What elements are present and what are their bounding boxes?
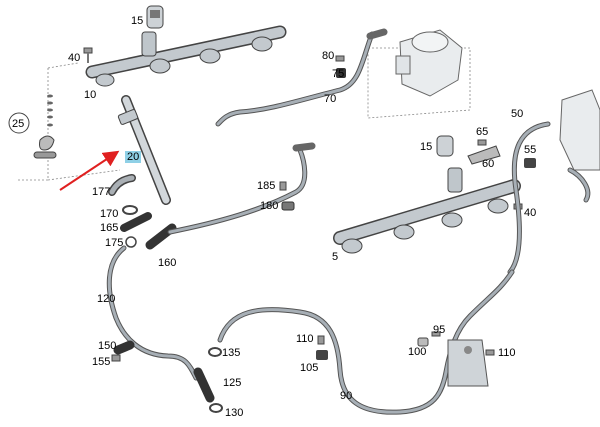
- label-70: 70: [324, 93, 337, 105]
- fitting-75: [336, 68, 346, 78]
- label-155: 155: [92, 356, 111, 368]
- fitting-150: [113, 340, 135, 355]
- label-125: 125: [223, 377, 242, 389]
- bolt-80: [335, 55, 345, 62]
- clamp-130: [209, 403, 223, 413]
- high-pressure-pump-right: [559, 89, 600, 171]
- clamp-175: [125, 236, 137, 248]
- label-25: 25: [12, 118, 25, 130]
- seal-kit-25: [8, 94, 57, 159]
- bolt-155: [111, 354, 121, 362]
- fuel-line-70: [215, 28, 388, 127]
- clamp-170: [122, 205, 138, 215]
- label-20: 20: [125, 151, 142, 163]
- label-80: 80: [322, 50, 335, 62]
- label-65: 65: [476, 126, 489, 138]
- label-150: 150: [98, 340, 117, 352]
- fitting-55: [524, 158, 536, 168]
- label-165: 165: [100, 222, 119, 234]
- label-95: 95: [433, 324, 446, 336]
- hose-165: [120, 212, 152, 232]
- label-60: 60: [482, 158, 495, 170]
- label-110-right: 110: [498, 347, 516, 359]
- bolt-65: [477, 139, 487, 146]
- fuel-rail-lower: [333, 167, 521, 254]
- label-15-lower: 15: [420, 141, 433, 153]
- label-40-lower: 40: [524, 207, 537, 219]
- clip-180: [281, 201, 295, 211]
- label-120: 120: [97, 293, 116, 305]
- pointer-arrow: [59, 150, 120, 191]
- label-175: 175: [105, 237, 124, 249]
- fitting-105: [316, 350, 328, 360]
- bracket-60: [467, 145, 501, 165]
- sensor-15-lower: [436, 135, 454, 157]
- hose-125: [193, 367, 215, 403]
- sensor-15-upper: [146, 5, 164, 29]
- label-100: 100: [408, 346, 427, 358]
- bolt-40-upper: [83, 47, 93, 63]
- bolt-95: [431, 331, 441, 337]
- label-10: 10: [84, 89, 97, 101]
- bolt-110-right: [485, 349, 495, 356]
- label-180: 180: [260, 200, 279, 212]
- label-50: 50: [511, 108, 524, 120]
- clamp-135: [208, 347, 222, 357]
- fuel-line-main: [167, 142, 316, 235]
- fuel-line-120: [106, 245, 199, 381]
- bolt-185: [279, 181, 287, 191]
- label-160: 160: [158, 257, 177, 269]
- label-170: 170: [100, 208, 119, 220]
- bracket-100: [447, 339, 489, 387]
- injector-20: [117, 95, 171, 205]
- label-40-upper: 40: [68, 52, 81, 64]
- fuel-line-90: [217, 269, 515, 415]
- label-5: 5: [332, 251, 339, 263]
- label-135: 135: [222, 347, 241, 359]
- fuel-line-50: [507, 121, 591, 275]
- label-55: 55: [524, 144, 537, 156]
- fuel-rail-upper: [85, 25, 287, 87]
- bolt-110-left: [317, 335, 325, 345]
- label-105: 105: [300, 362, 319, 374]
- label-177: 177: [92, 186, 111, 198]
- label-15-upper: 15: [131, 15, 144, 27]
- label-90: 90: [340, 390, 353, 402]
- high-pressure-pump-top: [395, 29, 463, 97]
- label-75: 75: [332, 68, 345, 80]
- label-110-left: 110: [296, 333, 314, 345]
- label-185: 185: [257, 180, 276, 192]
- label-130: 130: [225, 407, 244, 419]
- cap-100: [417, 337, 429, 347]
